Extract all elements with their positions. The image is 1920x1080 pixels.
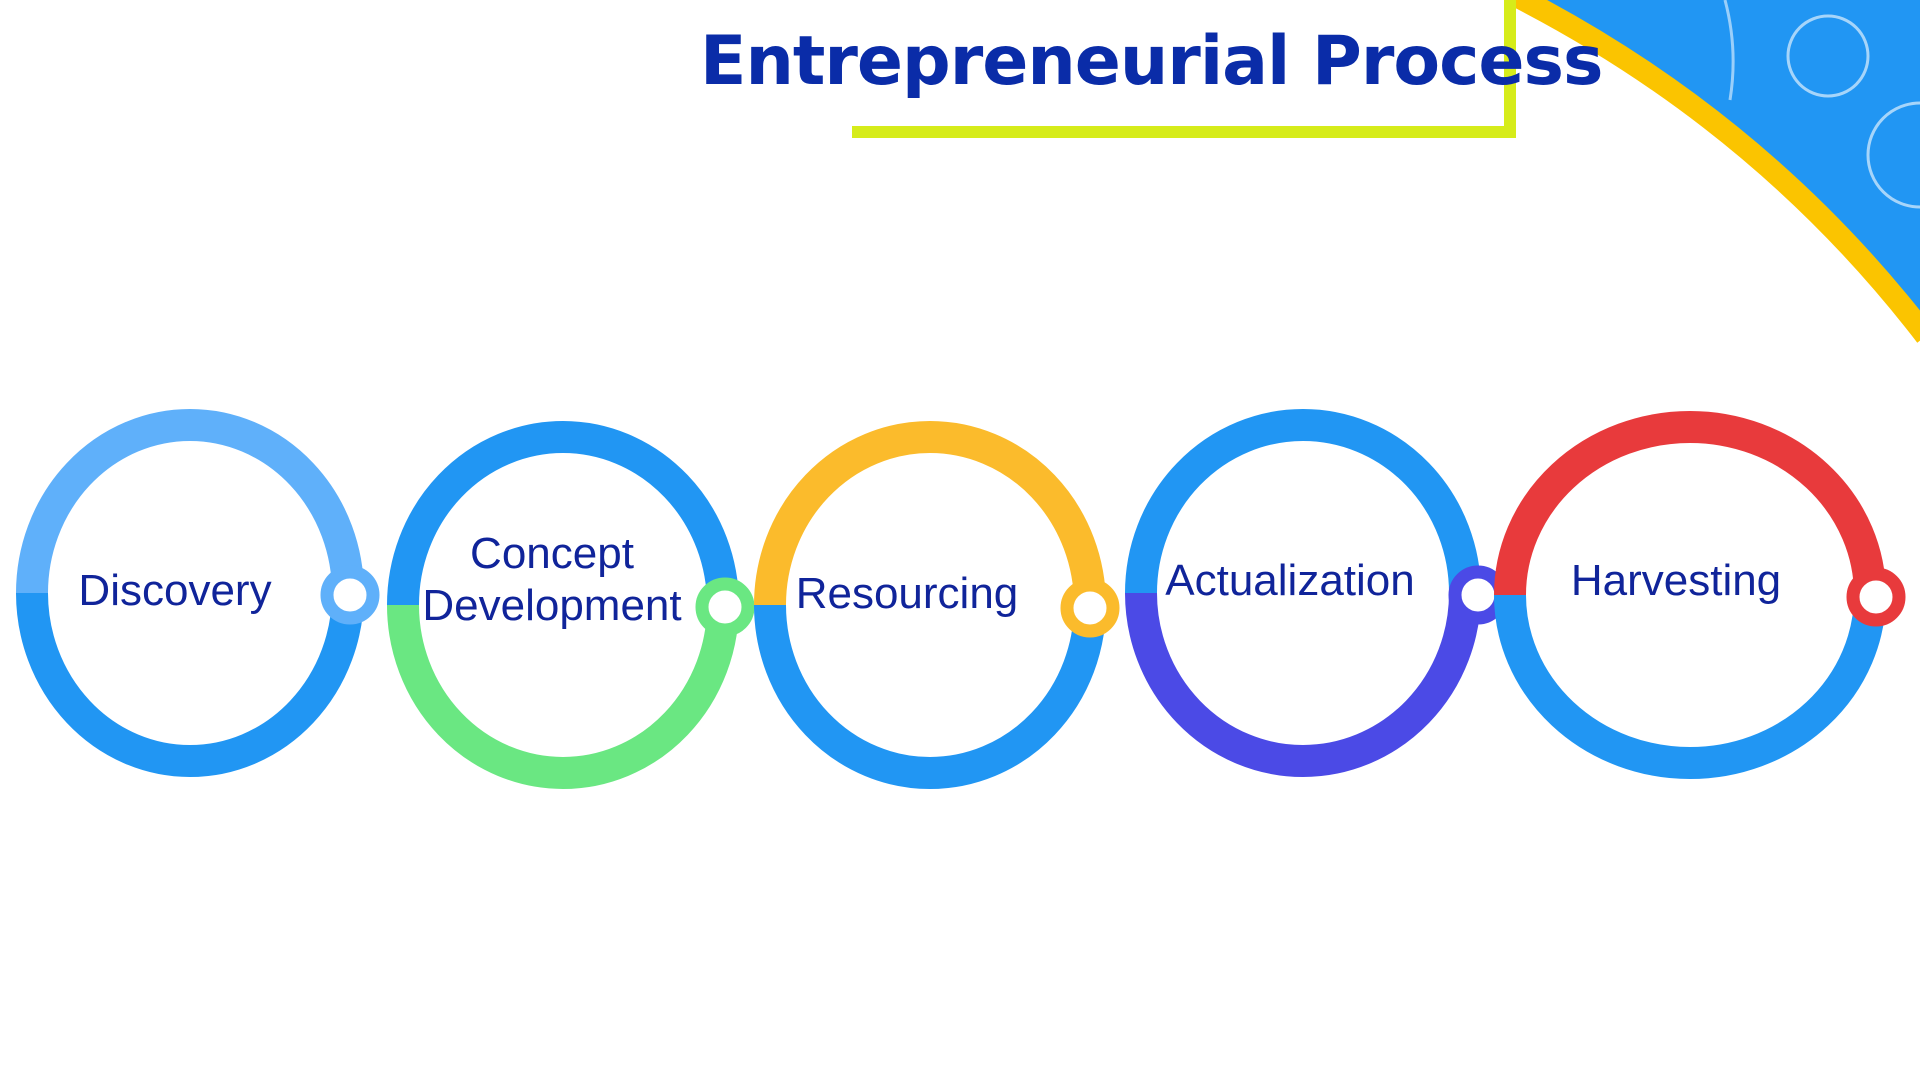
stage-label: Actualization <box>1165 555 1414 607</box>
stage-label-line: Actualization <box>1165 556 1415 605</box>
stage-label-line: Development <box>422 581 682 630</box>
stage-ring-top-arc <box>16 409 364 594</box>
stage-label-line: Harvesting <box>1570 556 1782 605</box>
stage-ring-top-arc <box>754 421 1106 606</box>
stage-ring-top-arc <box>1494 411 1886 596</box>
stage-ring-top-arc <box>1125 409 1481 594</box>
stage-ring <box>16 409 380 777</box>
stage-ring <box>387 421 755 789</box>
stage-label: Harvesting <box>1571 555 1781 607</box>
page-title: Entrepreneurial Process <box>700 22 1603 101</box>
stage-label-line: Concept <box>470 529 634 578</box>
corner-blue-shape <box>1520 0 1920 330</box>
stage-label-line: Resourcing <box>795 569 1019 618</box>
corner-decoration <box>1507 0 1920 343</box>
stage-label: Resourcing <box>796 568 1019 620</box>
stage-connector-node <box>320 565 380 625</box>
corner-yellow-arc <box>1507 0 1920 343</box>
corner-ring-medium <box>1866 101 1920 209</box>
stage-connector-node <box>1846 567 1906 627</box>
stage-ring-bottom-arc <box>387 604 739 789</box>
corner-ring-small <box>1786 14 1870 98</box>
corner-ring-large <box>1723 0 1735 101</box>
process-stages <box>16 409 1906 789</box>
stage-connector-node <box>695 577 755 637</box>
stage-ring <box>1494 411 1906 779</box>
title-bracket <box>852 0 1516 138</box>
stage-ring <box>1125 409 1508 777</box>
stage-label-line: Discovery <box>78 566 272 615</box>
stage-connector-node <box>1060 578 1120 638</box>
stage-ring-top-arc <box>387 421 739 606</box>
stage-ring-bottom-arc <box>754 604 1106 789</box>
stage-label: Discovery <box>78 565 271 617</box>
stage-ring-bottom-arc <box>1125 592 1481 777</box>
stage-ring-bottom-arc <box>1494 594 1886 779</box>
stage-ring <box>754 421 1120 789</box>
stage-ring-bottom-arc <box>16 592 364 777</box>
